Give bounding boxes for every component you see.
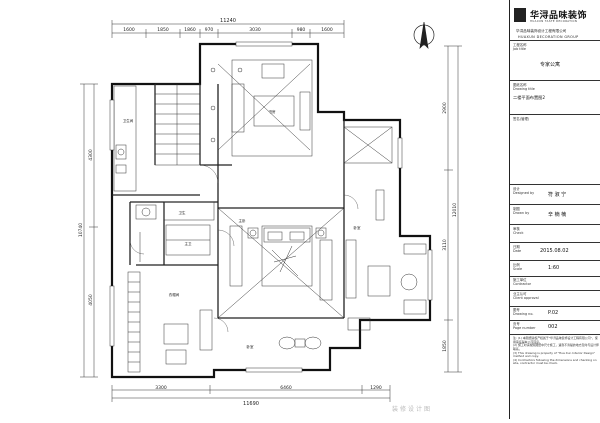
title-block: 华浔品味装饰 HUAXUN TASTE DECORATION 华浔品味装饰设计工… [509, 0, 600, 419]
void-shaft [343, 126, 393, 164]
designer-value: 符 淑 宁 [548, 192, 567, 198]
drawn-value: 辛 楠 楠 [548, 212, 567, 218]
drawn-label: 制图 Drawn by [513, 207, 530, 215]
dim-top-3: 1860 [184, 27, 196, 33]
room-label-bedroom-b: 卧室 [354, 225, 362, 230]
company-name-cn: 华浔品味装饰设计工程有限公司 [516, 29, 567, 33]
drawing-title-row: 图纸名称 Drawing title 二楼平面布置图2 [510, 80, 600, 114]
contractor-label: 施工单位 Contractor [513, 278, 532, 286]
windows [109, 41, 433, 373]
stairs [154, 83, 201, 166]
company-logo-icon [514, 8, 526, 22]
dressing-room [127, 271, 213, 373]
room-label-bedroom-a: 主卫 [185, 241, 192, 246]
dim-right-3: 1850 [442, 340, 448, 352]
drawing-title-value: 二楼平面布置图2 [513, 95, 545, 100]
sign-label: 签名(管理) [513, 117, 530, 121]
project-row: 工程名称 Job title 专家公寓 [510, 40, 600, 80]
contractor-row: 施工单位 Contractor [510, 276, 600, 290]
dim-bottom-total: 11690 [243, 401, 259, 407]
project-label: 工程名称 Job title [513, 43, 527, 51]
floor-plan: 11240 1600 1850 1860 970 3030 980 1600 3… [78, 18, 462, 407]
dim-top-1: 1600 [123, 27, 135, 33]
right-bedroom-furniture [345, 189, 427, 331]
dim-bottom-2: 6460 [280, 385, 292, 391]
dim-top-4: 970 [205, 27, 214, 33]
logo-text-en: HUAXUN TASTE DECORATION [530, 20, 578, 23]
dim-top-5: 3030 [249, 27, 261, 33]
dim-right-total: 12010 [452, 203, 458, 217]
dim-top-6: 980 [297, 27, 306, 33]
project-value: 专家公寓 [540, 62, 561, 68]
right-dimension-lines [444, 45, 462, 373]
room-label-living: 书房 [269, 109, 277, 114]
north-arrow-icon [413, 21, 435, 50]
date-row: 日期 Date 2015.08.02 [510, 242, 600, 260]
designer-row: 设计 Designed by 符 淑 宁 [510, 184, 600, 204]
dim-left-2: 4050 [88, 294, 94, 306]
drawing-no-value: P.02 [548, 310, 559, 316]
door-swings [129, 164, 359, 333]
top-dimension-lines [111, 20, 345, 38]
page-value: 002 [548, 324, 558, 330]
drawing-no-row: 图号 Drawing no. P.02 [510, 306, 600, 320]
designer-label: 设计 Designed by [513, 187, 535, 195]
room-label-kitchen: 卫生间 [123, 118, 134, 123]
bottom-dimension-lines [111, 385, 391, 402]
living-furniture [210, 59, 313, 157]
room-label-master: 主卧 [239, 218, 246, 223]
dim-left-total: 10740 [78, 223, 84, 237]
drawn-row: 制图 Drawn by 辛 楠 楠 [510, 204, 600, 224]
scale-value: 1:60 [548, 265, 560, 271]
bath-fixtures [135, 201, 215, 262]
room-label-wardrobe: 衣帽间 [169, 292, 180, 297]
check-row: 审核 Check [510, 224, 600, 242]
sign-row: 签名(管理) [510, 114, 600, 184]
master-bed [217, 207, 345, 319]
dim-top-7: 1600 [321, 27, 333, 33]
client-label: 业主认可 Client approval [513, 292, 539, 300]
drawing-title-label: 图纸名称 Drawing title [513, 83, 535, 91]
logo-text-cn: 华浔品味装饰 [530, 11, 588, 21]
dim-top-total: 11240 [220, 18, 236, 24]
balcony-furniture [278, 336, 322, 350]
dim-right-1: 2900 [442, 102, 448, 114]
date-label: 日期 Date [513, 245, 522, 253]
dim-bottom-3: 1290 [370, 385, 382, 391]
left-dimension-lines [80, 83, 98, 378]
scale-label: 比例 Scale [513, 263, 523, 271]
dim-right-2: 3110 [442, 239, 448, 251]
dim-left-1: 4300 [88, 149, 94, 161]
dim-bottom-1: 3300 [155, 385, 167, 391]
wardrobe-a [165, 224, 211, 256]
page-row: 页号 Page number 002 [510, 320, 600, 334]
notes-text: 注: (1) 本图纸版权产权属于"华浔品味装饰设计工程有限公司"，使用需征得本公… [513, 336, 599, 366]
room-label-bath: 卫生 [179, 210, 186, 215]
drawing-no-label: 图号 Drawing no. [513, 308, 534, 316]
watermark: 装修设计图 [392, 406, 433, 413]
date-value: 2015.08.02 [540, 248, 569, 254]
scale-row: 比例 Scale 1:60 [510, 260, 600, 276]
room-label-balcony: 卧室 [247, 344, 254, 349]
company-name-en: HUAXUN DECORATION GROUP [518, 35, 579, 39]
page-label: 页号 Page number [513, 322, 536, 330]
client-row: 业主认可 Client approval [510, 290, 600, 306]
dim-top-2: 1850 [157, 27, 169, 33]
notes-row [510, 334, 600, 419]
check-label: 审核 Check [513, 227, 524, 235]
exterior-walls [110, 42, 432, 379]
